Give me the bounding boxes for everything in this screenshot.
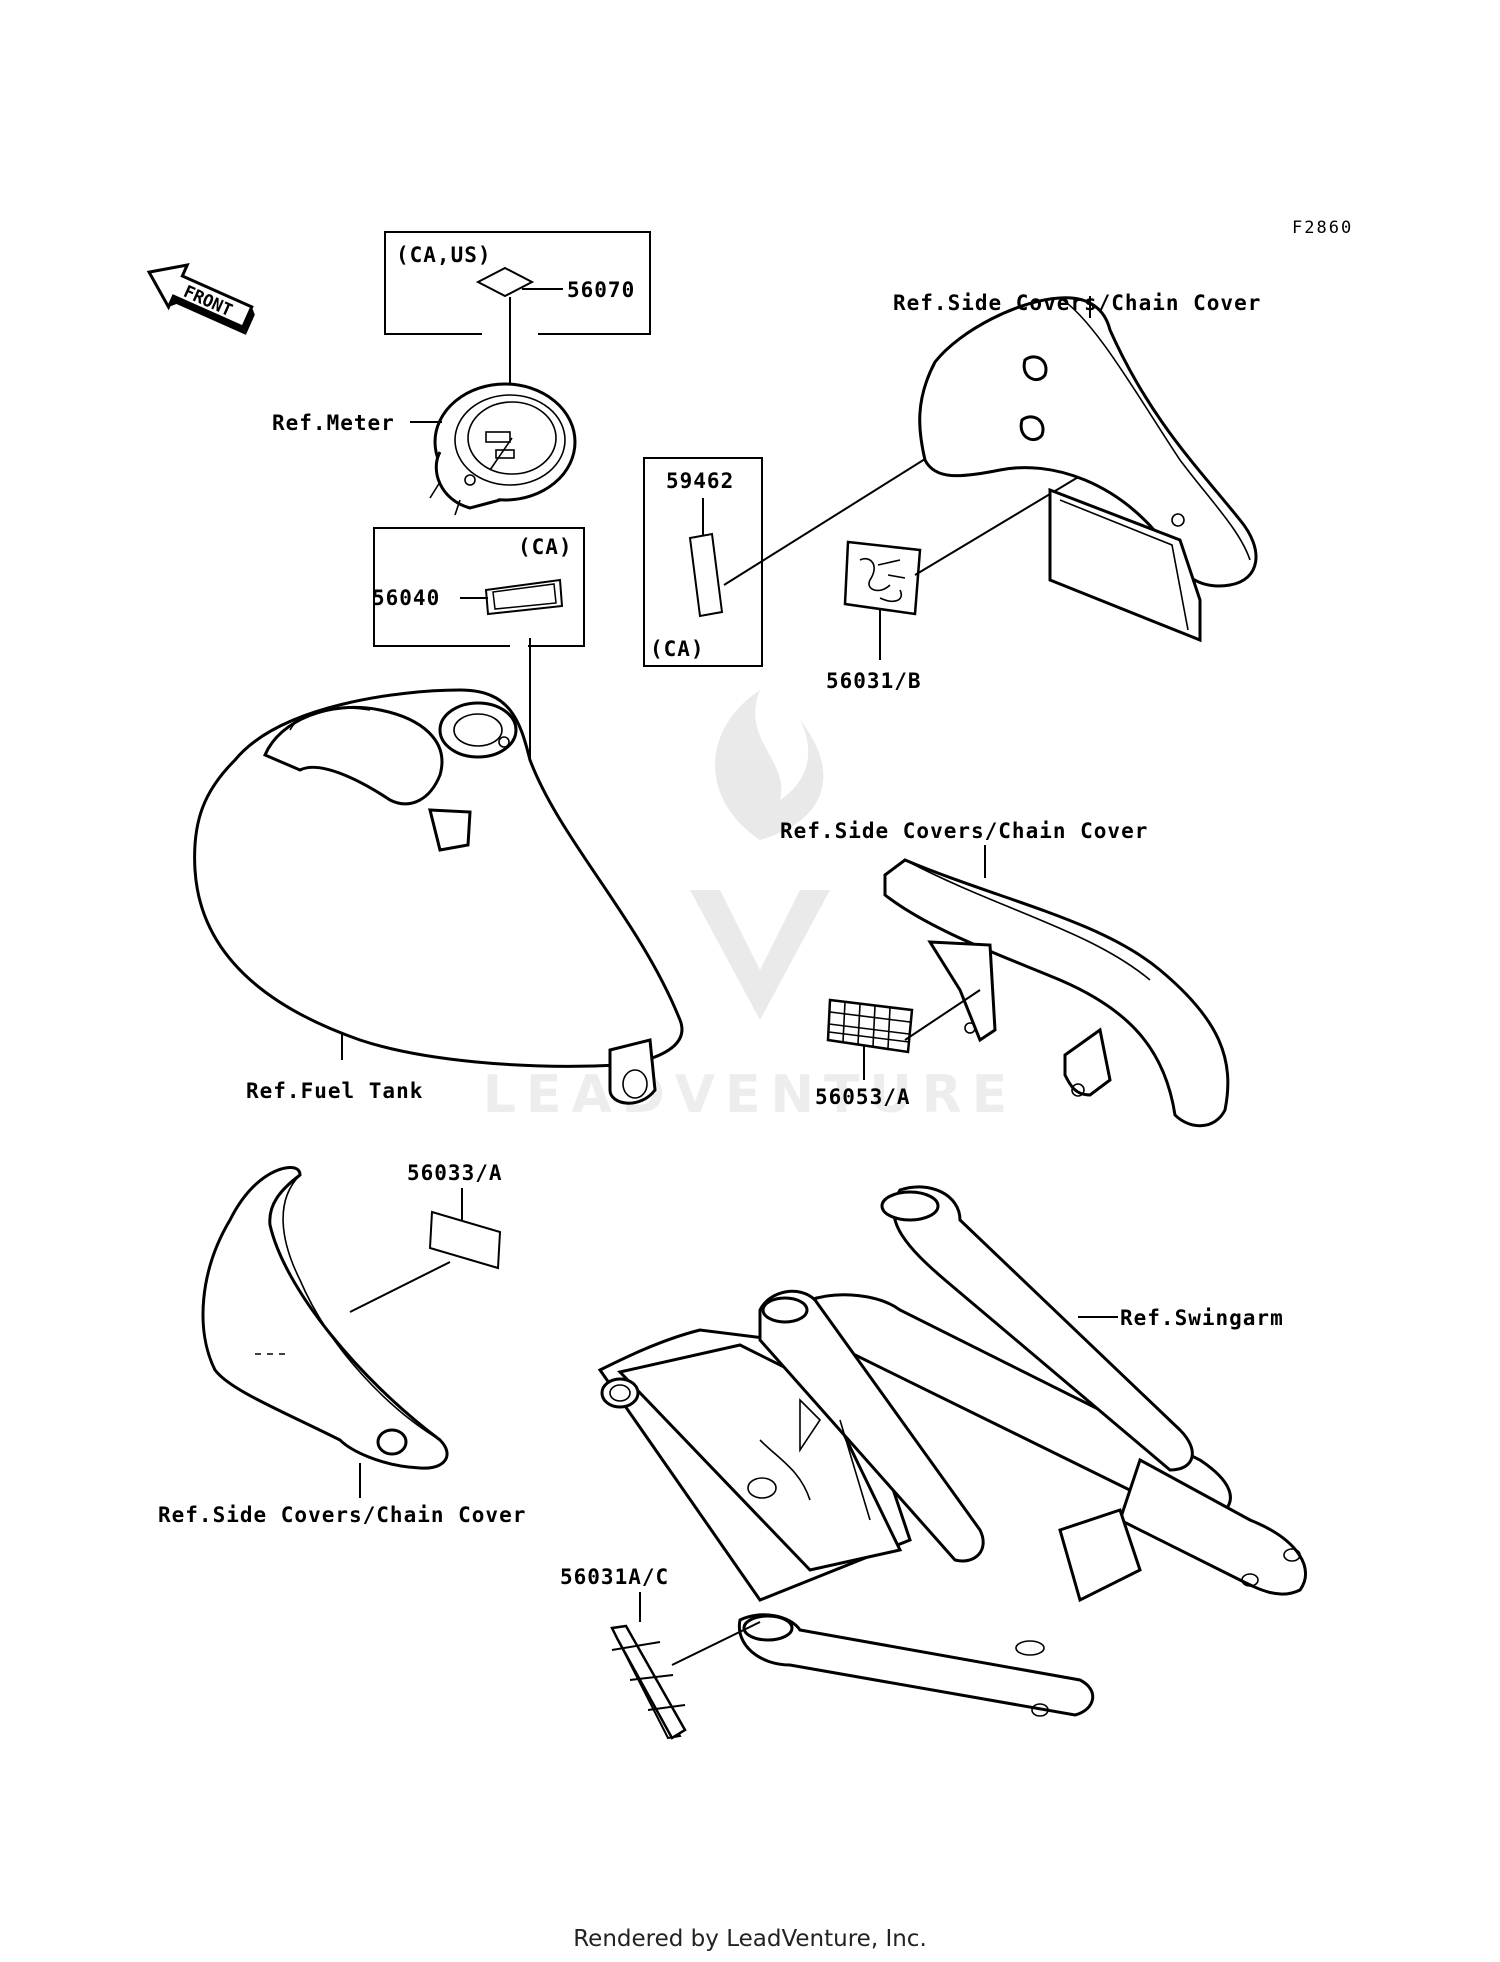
ref-fuel-tank: Ref.Fuel Tank xyxy=(246,1079,423,1103)
decal-56070 xyxy=(475,266,535,298)
meter-part xyxy=(429,382,577,516)
swingarm-part xyxy=(597,1185,1307,1717)
ref-swingarm: Ref.Swingarm xyxy=(1120,1306,1284,1330)
decal-56031b: 56031/B xyxy=(826,457,1111,693)
chain-cover-top-part xyxy=(918,296,1258,643)
label-56031ac: 56031A/C xyxy=(560,1565,669,1589)
decal-56053a: 56053/A xyxy=(815,989,981,1109)
label-56033a: 56033/A xyxy=(407,1161,503,1185)
label-59462: 59462 xyxy=(666,469,734,493)
side-cover-bottom-part xyxy=(201,1166,449,1498)
callout-box-56040: (CA) 56040 xyxy=(372,527,585,785)
fuel-tank-part xyxy=(193,688,684,1105)
callout-box-56070: (CA,US) 56070 xyxy=(384,231,651,435)
region-ca-56040: (CA) xyxy=(518,535,573,559)
label-56031b: 56031/B xyxy=(826,669,922,693)
watermark-logo xyxy=(690,690,830,1020)
decal-56031ac: 56031A/C xyxy=(560,1565,761,1740)
region-ca-59462: (CA) xyxy=(650,637,705,661)
chain-cover-middle-part xyxy=(883,845,1230,1128)
label-56040: 56040 xyxy=(372,586,440,610)
ref-meter: Ref.Meter xyxy=(272,411,395,435)
decal-59462 xyxy=(688,532,724,618)
diagram-code: F2860 xyxy=(1292,218,1353,238)
ref-side-covers-1: Ref.Side Covers/Chain Cover xyxy=(893,291,1261,315)
callout-box-59462: 59462 (CA) xyxy=(643,401,1017,667)
ref-side-covers-3: Ref.Side Covers/Chain Cover xyxy=(158,1503,526,1527)
label-56053a: 56053/A xyxy=(815,1085,911,1109)
footer-credit: Rendered by LeadVenture, Inc. xyxy=(573,1926,927,1952)
front-arrow-icon: FRONT xyxy=(146,263,255,335)
watermark-text: LEADVENTURE xyxy=(483,1065,1018,1125)
label-56070: 56070 xyxy=(567,278,635,302)
decal-56033a: 56033/A xyxy=(349,1161,503,1313)
decal-56040 xyxy=(484,578,564,616)
ref-side-covers-2: Ref.Side Covers/Chain Cover xyxy=(780,819,1148,843)
region-ca-us: (CA,US) xyxy=(396,243,492,267)
